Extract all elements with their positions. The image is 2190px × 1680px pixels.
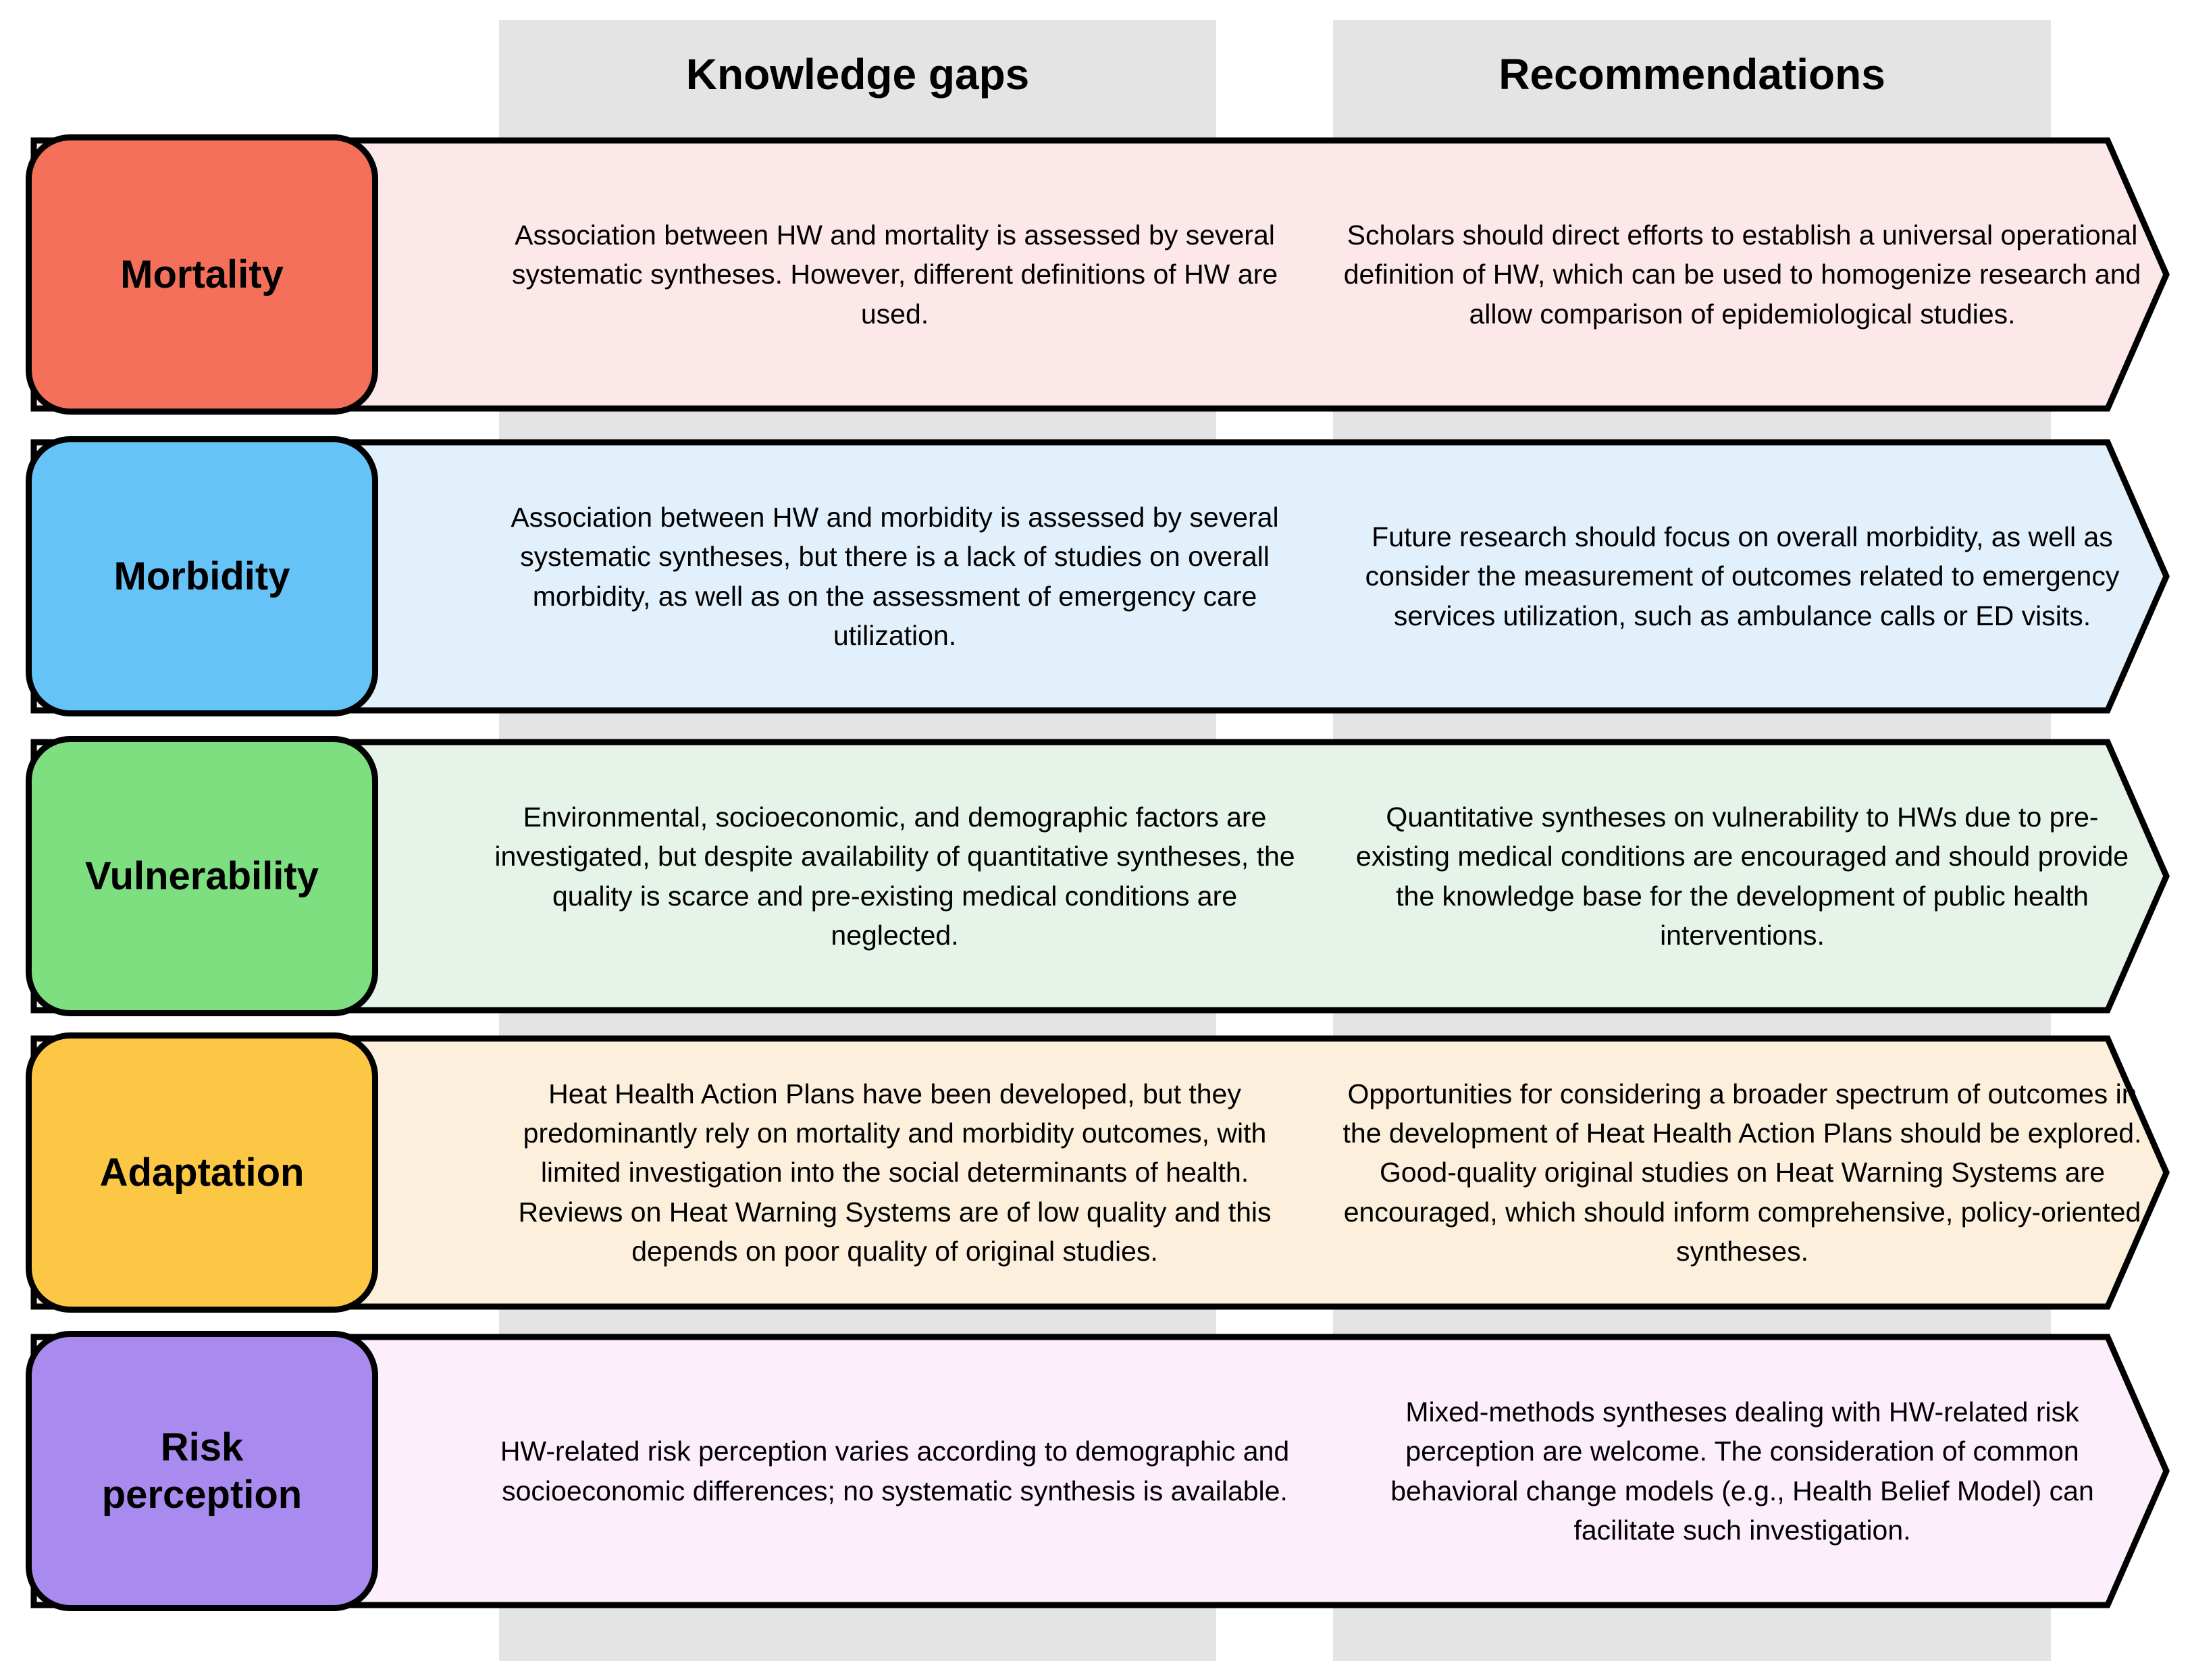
row-label-risk-perception: Risk perception: [26, 1331, 378, 1611]
recommendation-text: Future research should focus on overall …: [1365, 521, 2120, 631]
row-vulnerability: Environmental, socioeconomic, and demogr…: [26, 736, 2172, 1016]
column-header-knowledge-gaps: Knowledge gaps: [685, 50, 1030, 99]
recommendation-text: Quantitative syntheses on vulnerability …: [1355, 802, 2129, 951]
knowledge-gap-text: Association between HW and mortality is …: [511, 219, 1278, 330]
knowledge-gap-text: Association between HW and morbidity is …: [511, 502, 1279, 651]
knowledge-gap-text: Environmental, socioeconomic, and demogr…: [494, 802, 1295, 951]
row-label-morbidity: Morbidity: [26, 436, 378, 716]
column-header-recommendations: Recommendations: [1498, 50, 1885, 99]
recommendation-text: Mixed-methods syntheses dealing with HW-…: [1390, 1396, 2094, 1546]
row-label-mortality: Mortality: [26, 134, 378, 415]
recommendation-text: Scholars should direct efforts to establ…: [1343, 219, 2141, 330]
row-risk-perception: HW-related risk perception varies accord…: [26, 1331, 2172, 1611]
row-mortality: Association between HW and mortality is …: [26, 134, 2172, 415]
row-morbidity: Association between HW and morbidity is …: [26, 436, 2172, 716]
row-adaptation: Heat Health Action Plans have been devel…: [26, 1032, 2172, 1313]
knowledge-gap-text: HW-related risk perception varies accord…: [500, 1436, 1290, 1506]
recommendation-text: Opportunities for considering a broader …: [1342, 1078, 2142, 1267]
row-label-adaptation: Adaptation: [26, 1032, 378, 1313]
row-label-vulnerability: Vulnerability: [26, 736, 378, 1016]
knowledge-gap-text: Heat Health Action Plans have been devel…: [518, 1078, 1272, 1267]
